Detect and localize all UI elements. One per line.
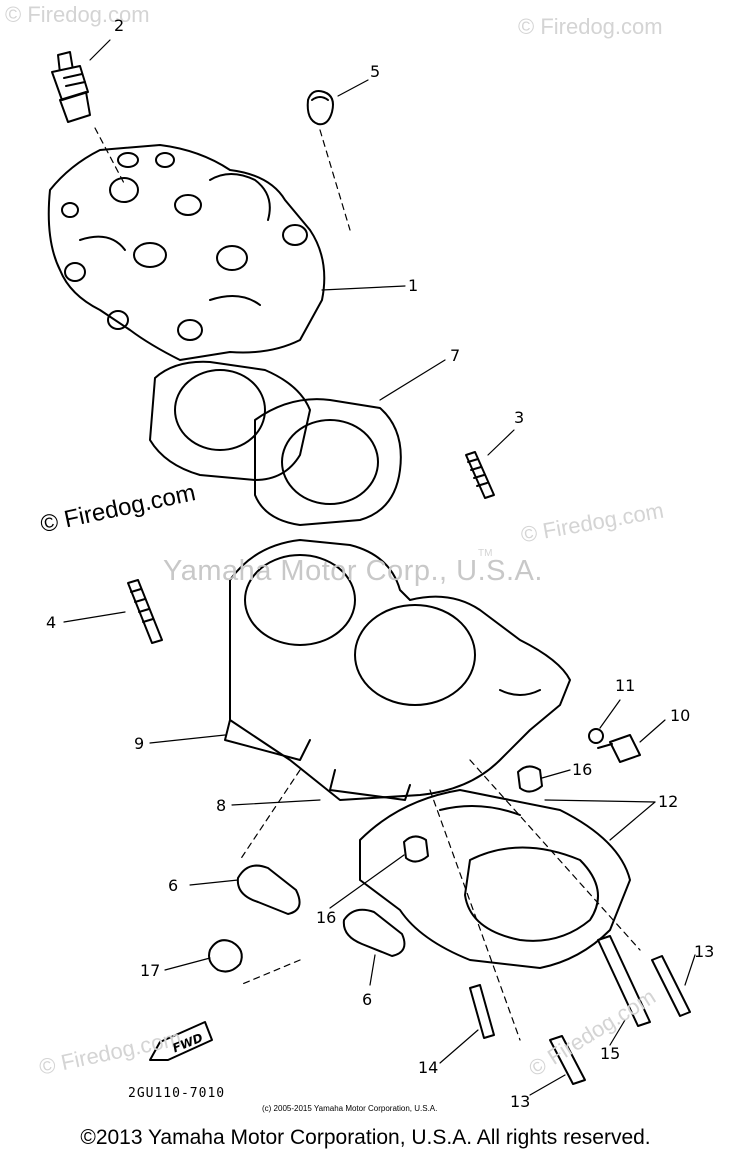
callout-10: 10 bbox=[670, 706, 691, 725]
watermark-tm: TM bbox=[478, 548, 493, 559]
cylinder-head bbox=[47, 144, 326, 361]
part-code: 2GU110-7010 bbox=[128, 1086, 226, 1101]
seal-6-upper bbox=[236, 864, 301, 915]
stud-15 bbox=[597, 935, 651, 1027]
fwd-arrow bbox=[149, 1021, 213, 1061]
callout-7: 7 bbox=[450, 346, 461, 365]
watermark-yamaha: Yamaha Motor Corp., U.S.A. bbox=[163, 555, 543, 587]
cap-17 bbox=[208, 939, 243, 973]
callout-13: 13 bbox=[694, 942, 715, 961]
callout-16: 16 bbox=[572, 760, 593, 779]
stud-4 bbox=[127, 579, 163, 644]
base-gasket bbox=[359, 789, 631, 969]
callout-4: 4 bbox=[46, 613, 57, 632]
leader-lines bbox=[63, 39, 696, 1096]
callout-5: 5 bbox=[370, 62, 381, 81]
cylinder-block bbox=[224, 539, 571, 801]
washer-11 bbox=[588, 728, 604, 744]
dowel-16-top bbox=[517, 765, 543, 793]
callout-6: 6 bbox=[168, 876, 179, 895]
bolt-10 bbox=[597, 734, 641, 763]
callout-13: 13 bbox=[510, 1092, 531, 1111]
callout-1: 1 bbox=[408, 276, 419, 295]
callout-12: 12 bbox=[658, 792, 679, 811]
callout-2: 2 bbox=[114, 16, 125, 35]
callout-14: 14 bbox=[418, 1058, 439, 1077]
stud-14 bbox=[469, 984, 495, 1039]
footer-copyright: ©2013 Yamaha Motor Corporation, U.S.A. A… bbox=[80, 1126, 651, 1149]
callout-17: 17 bbox=[140, 961, 161, 980]
head-gasket bbox=[149, 360, 402, 526]
spark-plug bbox=[51, 51, 91, 123]
callout-6: 6 bbox=[362, 990, 373, 1009]
seal-6-lower bbox=[342, 908, 406, 957]
watermark-firedog: © Firedog.com bbox=[5, 2, 150, 27]
callout-11: 11 bbox=[615, 676, 636, 695]
callout-9: 9 bbox=[134, 734, 145, 753]
cap-5 bbox=[306, 90, 334, 126]
callout-16: 16 bbox=[316, 908, 337, 927]
stud-13-right bbox=[651, 955, 691, 1017]
stud-13-bottom bbox=[549, 1035, 586, 1085]
callout-15: 15 bbox=[600, 1044, 621, 1063]
dowel-16-bottom bbox=[403, 835, 429, 863]
watermark-firedog: © Firedog.com bbox=[518, 14, 663, 39]
stud-3 bbox=[465, 451, 495, 499]
callout-3: 3 bbox=[514, 408, 525, 427]
callout-8: 8 bbox=[216, 796, 227, 815]
small-copyright: (c) 2005-2015 Yamaha Motor Corporation, … bbox=[262, 1104, 438, 1113]
